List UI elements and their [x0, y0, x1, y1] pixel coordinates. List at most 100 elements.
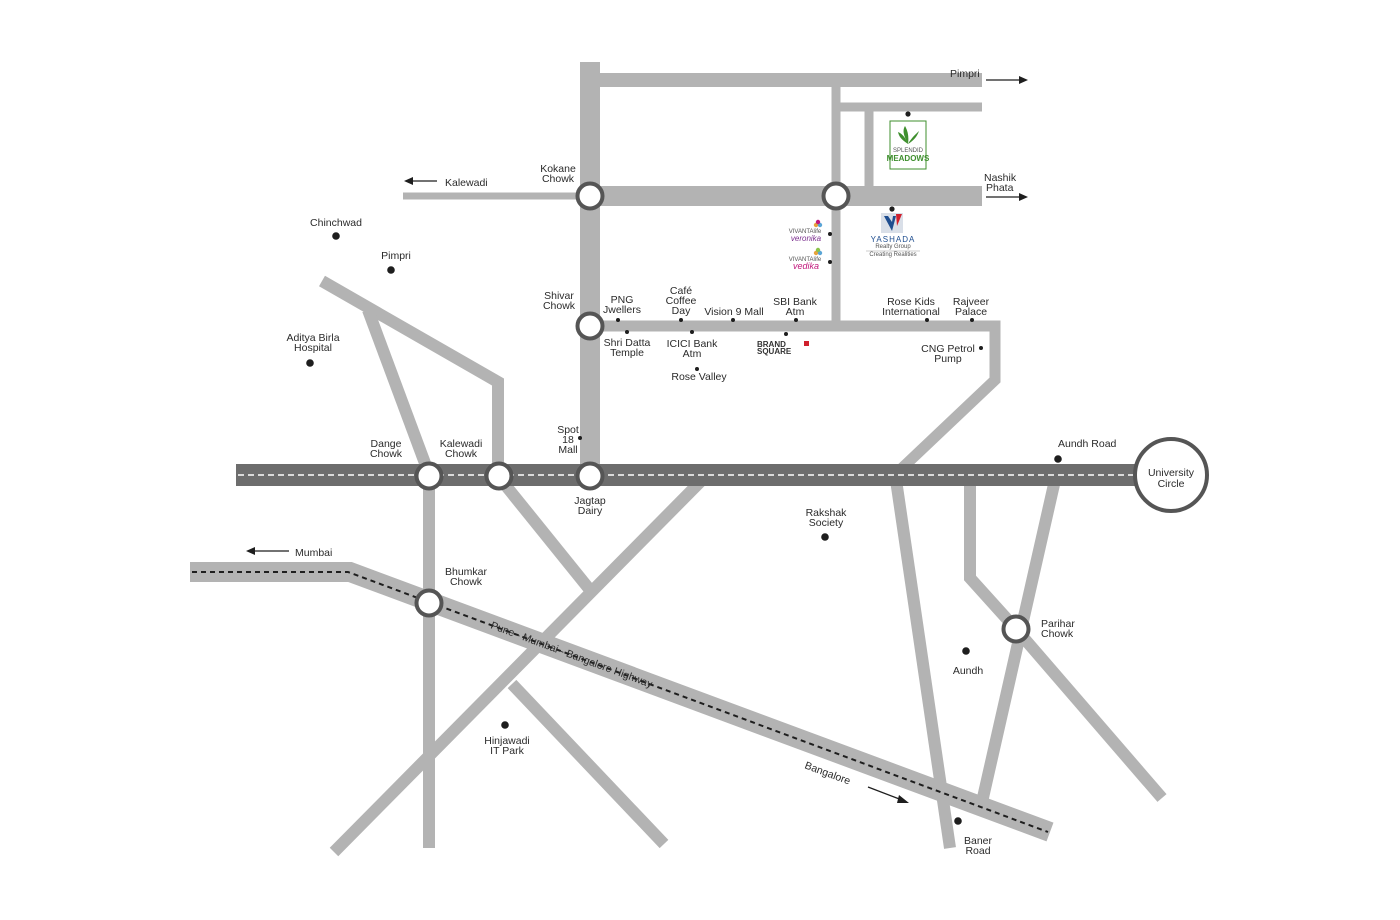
- label-icici-2: Atm: [683, 348, 702, 360]
- arrow-bangalore-icon: [867, 786, 909, 803]
- dot-sbi-bank: [794, 318, 798, 322]
- vedika-logo: VIVANTAlife vedika: [789, 247, 823, 271]
- meadows-name-text: MEADOWS: [887, 154, 930, 163]
- junction-dange-chowk: [414, 461, 444, 491]
- vedika-flower-icon: [813, 247, 823, 256]
- label-rose-kids-2: International: [882, 306, 940, 318]
- label-bhumkar-1: Bhumkar: [445, 566, 488, 578]
- label-spot18-1: Spot: [557, 424, 579, 436]
- label-aundh-road: Aundh Road: [1058, 438, 1117, 450]
- label-vision-9: Vision 9 Mall: [704, 306, 763, 318]
- road-long-diagonal: [329, 471, 711, 857]
- label-hinjawadi-1: Hinjawadi: [484, 735, 530, 747]
- label-baner-2: Road: [965, 845, 990, 857]
- yashada-logo: YASHADA Realty Group Creating Realities: [866, 213, 920, 258]
- label-icici-1: ICICI Bank: [667, 338, 719, 350]
- label-png-1: PNG: [611, 294, 634, 306]
- brand-square-logo: BRAND SQUARE: [757, 340, 809, 356]
- label-bhumkar-2: Chowk: [450, 576, 483, 588]
- junction-kokane-chowk: [575, 181, 605, 211]
- junction-jagtap-dairy: [575, 461, 605, 491]
- label-mumbai: Mumbai: [295, 547, 332, 559]
- label-nashik-phata-1: Nashik: [984, 172, 1017, 184]
- label-cafe-1: Café: [670, 285, 692, 297]
- label-rajveer-1: Rajveer: [953, 296, 990, 308]
- label-kalewadi-chowk-1: Kalewadi: [440, 438, 483, 450]
- veronika-name-text: veronika: [791, 234, 822, 243]
- yashada-mark-icon: [884, 216, 896, 231]
- yashada-sub-text: Realty Group: [875, 244, 911, 250]
- label-rose-kids-1: Rose Kids: [887, 296, 935, 308]
- dot-chinchwad: [332, 232, 340, 240]
- dot-brand-square: [784, 332, 788, 336]
- road-parihar-east: [1011, 625, 1167, 802]
- label-shri-datta-2: Temple: [610, 347, 644, 359]
- junctions: [414, 181, 1209, 644]
- highway-centerline: [192, 571, 1049, 833]
- dot-rajveer: [970, 318, 974, 322]
- secondary-roads: [190, 62, 1167, 857]
- poi-dots: [306, 111, 1062, 825]
- label-university-2: Circle: [1158, 478, 1185, 490]
- brand-square-line1: BRAND: [757, 340, 786, 349]
- dot-shri-datta: [625, 330, 629, 334]
- label-rakshak-2: Society: [809, 517, 844, 529]
- label-kokane-2: Chowk: [542, 173, 575, 185]
- label-dange-2: Chowk: [370, 448, 403, 460]
- label-pimpri-left: Pimpri: [381, 250, 411, 262]
- dot-rose-valley: [695, 367, 699, 371]
- dot-baner-road: [954, 817, 962, 825]
- label-cng-1: CNG Petrol: [921, 343, 975, 355]
- junction-parihar-chowk: [1001, 614, 1031, 644]
- arrow-kalewadi-west-icon: [404, 177, 437, 185]
- label-university-1: University: [1148, 467, 1195, 479]
- junction-nashik: [821, 181, 851, 211]
- label-rajveer-2: Palace: [955, 306, 987, 318]
- label-hinjawadi-2: IT Park: [490, 745, 524, 757]
- yashada-name-text: YASHADA: [871, 235, 916, 244]
- label-jagtap-1: Jagtap: [574, 495, 606, 507]
- arrow-nashik-east-icon: [986, 193, 1028, 201]
- aundh-main-road: [236, 464, 1171, 486]
- label-cng-2: Pump: [934, 353, 962, 365]
- dot-meadows: [905, 111, 911, 117]
- dot-png-jwellers: [616, 318, 620, 322]
- junction-university-circle: [1133, 437, 1209, 513]
- direction-arrows: [246, 76, 1028, 803]
- arrow-mumbai-west-icon: [246, 547, 289, 555]
- dot-rose-kids: [925, 318, 929, 322]
- dot-vedika: [828, 260, 832, 264]
- road-dange-north: [362, 307, 435, 477]
- road-parihar-north: [964, 480, 1021, 634]
- label-kalewadi-chowk-2: Chowk: [445, 448, 478, 460]
- label-cafe-2: Coffee: [666, 295, 697, 307]
- dot-cng-petrol: [979, 346, 983, 350]
- label-rakshak-1: Rakshak: [806, 507, 848, 519]
- label-dange-1: Dange: [371, 438, 402, 450]
- junction-kalewadi-chowk: [484, 461, 514, 491]
- dot-rakshak: [821, 533, 829, 541]
- road-kalewadi-diagonal: [493, 472, 595, 594]
- label-aundh: Aundh: [953, 665, 984, 677]
- label-jagtap-2: Dairy: [578, 505, 603, 517]
- veronika-logo: VIVANTAlife veronika: [789, 219, 823, 243]
- junction-shivar-chowk: [575, 311, 605, 341]
- leaf-icon: [898, 126, 919, 144]
- label-aditya-birla-2: Hospital: [294, 342, 332, 354]
- label-parihar-1: Parihar: [1041, 618, 1075, 630]
- label-spot18-3: Mall: [558, 444, 577, 456]
- label-aditya-birla-1: Aditya Birla: [286, 332, 339, 344]
- dot-hinjawadi: [501, 721, 509, 729]
- label-kokane-1: Kokane: [540, 163, 576, 175]
- label-shivar-2: Chowk: [543, 300, 576, 312]
- veronika-top-text: VIVANTAlife: [789, 229, 822, 235]
- yashada-tag-text: Creating Realities: [869, 252, 916, 258]
- label-sbi-2: Atm: [786, 306, 805, 318]
- dot-vision-9-mall: [731, 318, 735, 322]
- label-kalewadi: Kalewadi: [445, 177, 488, 189]
- label-rose-valley: Rose Valley: [671, 371, 727, 383]
- label-png-2: Jwellers: [603, 304, 641, 316]
- label-shri-datta-1: Shri Datta: [604, 337, 651, 349]
- road-shivar-horizontal: [590, 320, 1001, 474]
